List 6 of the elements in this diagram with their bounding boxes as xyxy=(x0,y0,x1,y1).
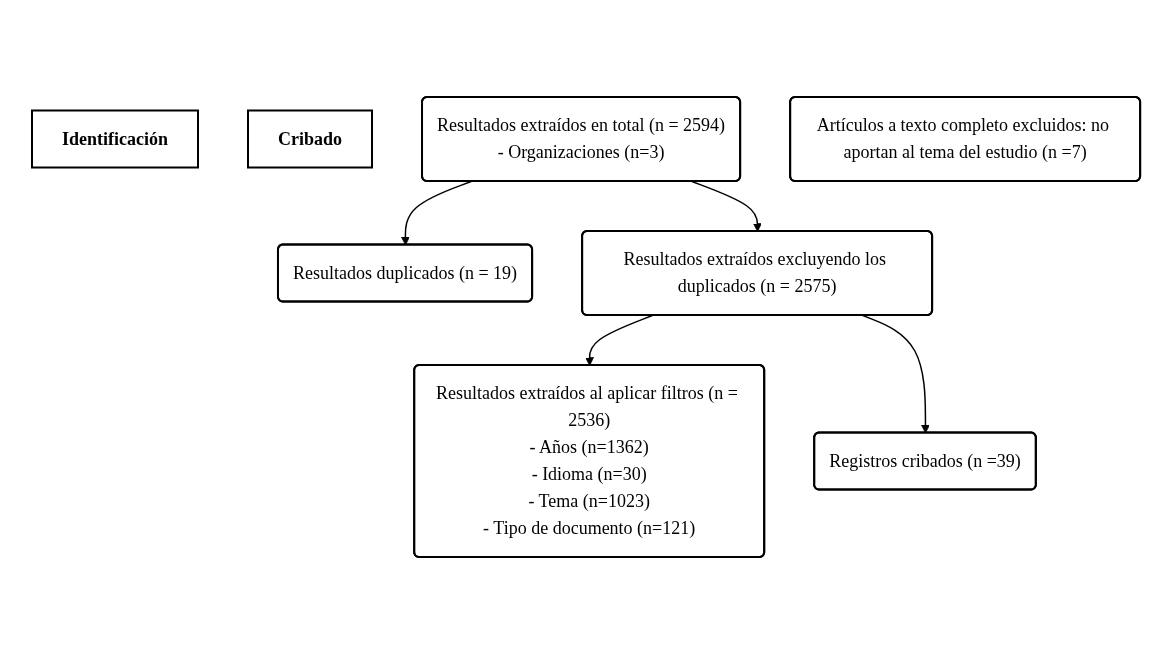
arrow xyxy=(862,314,931,433)
arrow xyxy=(691,180,763,232)
node-box: Identificación xyxy=(31,109,200,168)
arrow xyxy=(585,314,654,366)
node-box: Cribado xyxy=(247,109,374,168)
arrow xyxy=(401,180,473,245)
